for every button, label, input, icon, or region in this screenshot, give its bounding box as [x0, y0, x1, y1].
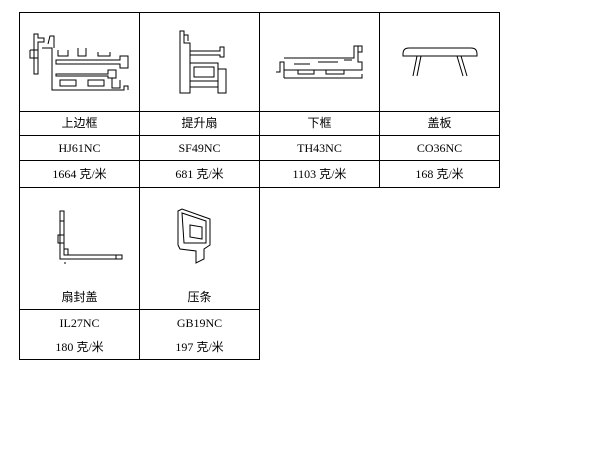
product-weight: 681 克/米 — [139, 159, 260, 189]
product-code: SF49NC — [139, 135, 260, 161]
glazing-bead-profile-icon — [177, 208, 210, 264]
product-code: CO36NC — [379, 135, 500, 161]
product-image-cell — [19, 12, 140, 112]
product-name: 下框 — [259, 110, 380, 137]
product-weight: 180 克/米 — [19, 335, 140, 360]
cover-plate-profile-icon — [402, 47, 477, 76]
empty-cell — [259, 187, 500, 360]
product-image-cell — [139, 12, 260, 112]
product-code: IL27NC — [19, 309, 140, 336]
lower-frame-profile-icon — [275, 45, 362, 79]
product-image-cell — [19, 187, 140, 286]
product-name: 盖板 — [379, 110, 500, 137]
product-image-cell — [259, 12, 380, 112]
product-code: TH43NC — [259, 135, 380, 161]
product-name: 上边框 — [19, 110, 140, 137]
product-name: 压条 — [139, 285, 260, 311]
product-weight: 1103 克/米 — [259, 159, 380, 189]
product-name: 提升扇 — [139, 110, 260, 137]
product-weight: 1664 克/米 — [19, 159, 140, 189]
product-weight: 168 克/米 — [379, 159, 500, 189]
product-image-cell — [139, 187, 260, 286]
product-image-cell — [379, 12, 500, 112]
product-name: 扇封盖 — [19, 285, 140, 311]
product-code: GB19NC — [139, 309, 260, 336]
profile-catalog-table: 上边框 提升扇 下框 盖板 HJ61NC SF49NC TH43NC CO36N… — [19, 12, 500, 360]
lift-sash-profile-icon — [179, 30, 226, 94]
product-code: HJ61NC — [19, 135, 140, 161]
product-weight: 197 克/米 — [139, 335, 260, 360]
sash-cap-profile-icon — [57, 210, 122, 264]
upper-frame-profile-icon — [29, 33, 128, 91]
